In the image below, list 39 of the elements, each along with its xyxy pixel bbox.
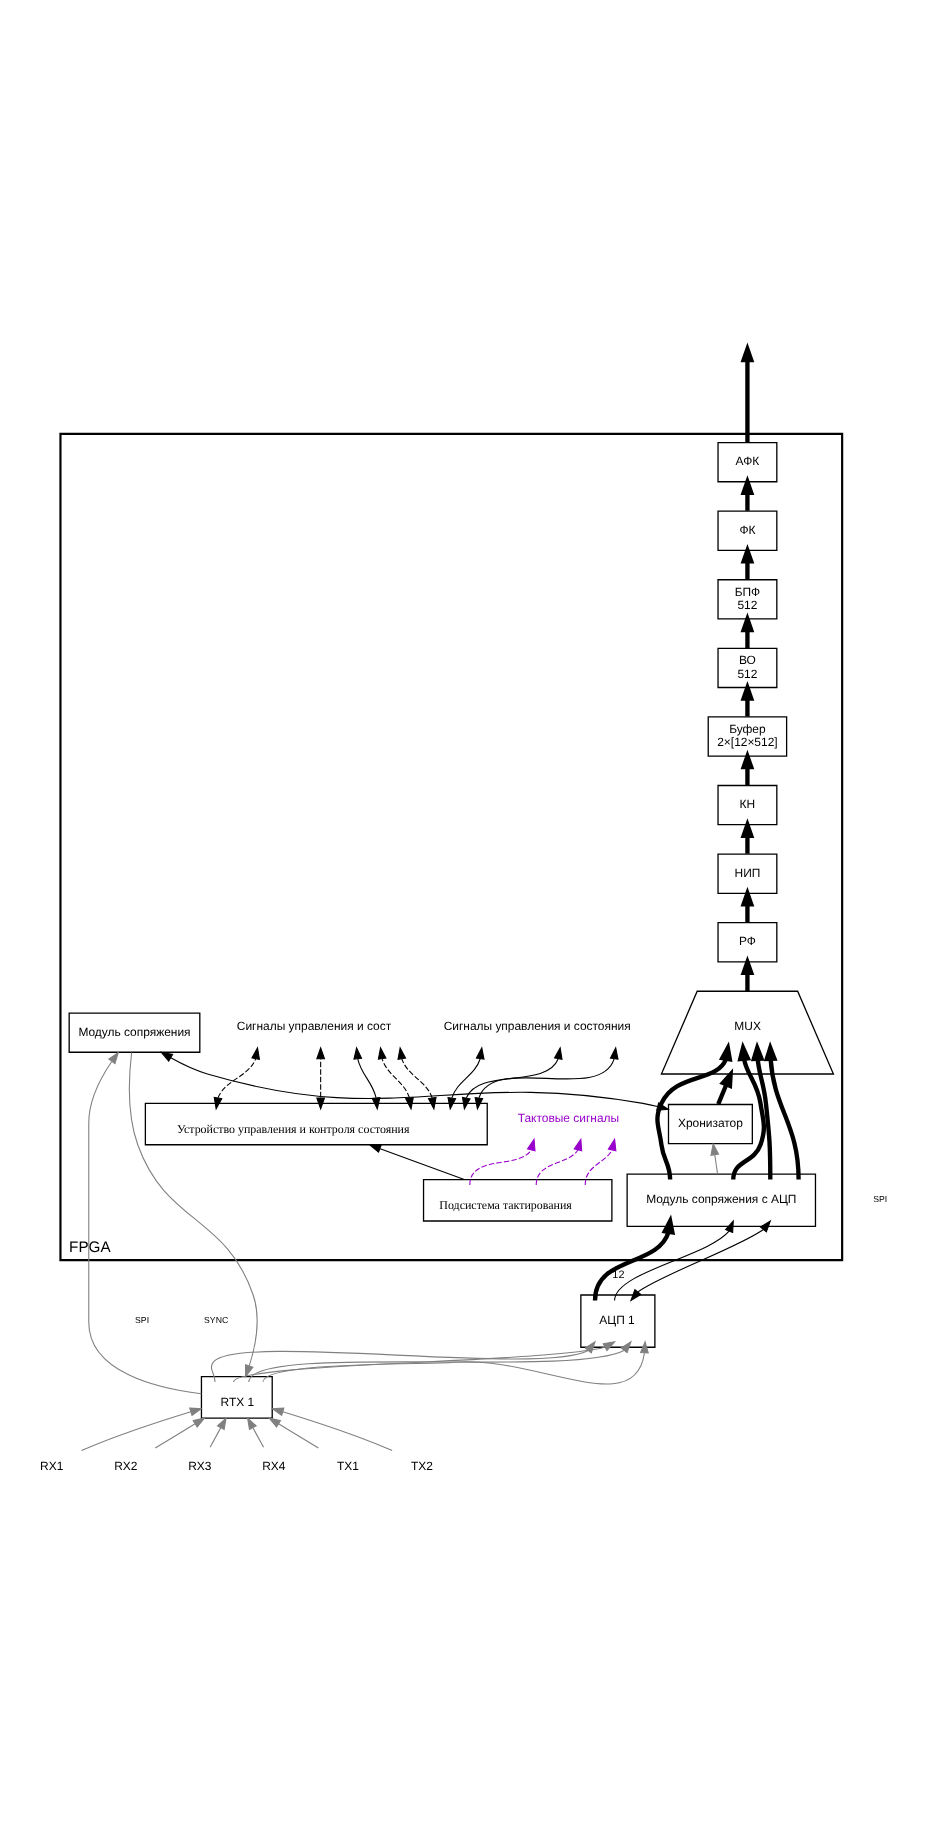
arrow (762, 1040, 800, 1179)
arrow (739, 611, 754, 647)
arrow (749, 1040, 772, 1179)
arrow (446, 1045, 484, 1110)
arrow (739, 748, 754, 785)
arrow (739, 474, 754, 510)
arrow (739, 885, 754, 922)
arrow (473, 1045, 618, 1110)
arrow (739, 817, 754, 853)
arrow (208, 1415, 226, 1447)
arrow (367, 1143, 464, 1180)
arrow (730, 1040, 766, 1179)
arrow (739, 680, 754, 716)
arrow (245, 1415, 264, 1447)
arrow (153, 1416, 205, 1448)
arrow (709, 1141, 719, 1174)
arrow (158, 1050, 669, 1110)
arrow (739, 341, 754, 442)
arrow (352, 1045, 380, 1110)
arrow (583, 1136, 616, 1185)
arrow (266, 1416, 318, 1448)
arrow (739, 542, 754, 579)
arrow (127, 1050, 257, 1377)
arrow (739, 954, 754, 991)
arrow (591, 1213, 675, 1300)
arrow (613, 1218, 733, 1300)
arrow (534, 1136, 582, 1185)
arrow (396, 1045, 436, 1110)
arrow (79, 1406, 202, 1451)
arrow (269, 1406, 392, 1451)
arrow (376, 1045, 413, 1110)
arrow (87, 1050, 201, 1394)
arrow (654, 1040, 732, 1179)
arrow (212, 1045, 260, 1110)
arrow (715, 1067, 733, 1104)
arrow (315, 1045, 325, 1110)
arrow (468, 1136, 535, 1185)
arrow (628, 1218, 771, 1301)
arrow (460, 1045, 562, 1110)
